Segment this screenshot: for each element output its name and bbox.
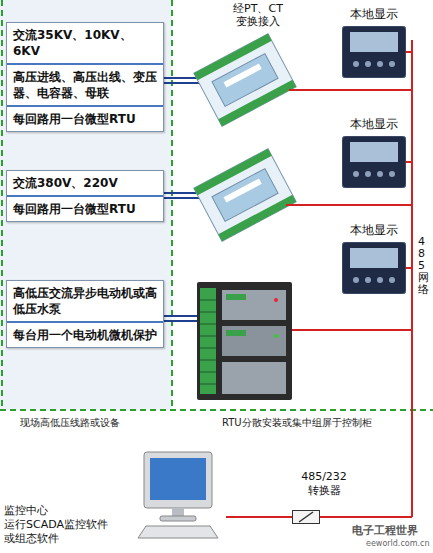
display-button [365, 171, 371, 177]
display-unit [342, 136, 406, 188]
node-text: 本地显示 [338, 222, 410, 238]
display-bezel [342, 26, 406, 78]
display-screen [350, 142, 398, 162]
box-text: 每台用一个电动机微机保护 [7, 321, 163, 347]
display-screen [350, 32, 398, 52]
equipment-box: 交流35KV、10KV、6KV高压进线、高压出线、变压器、电容器、母联每回路用一… [6, 22, 164, 132]
display-button [377, 277, 383, 283]
local-display: 本地显示 [338, 6, 410, 80]
rtu-module [194, 34, 296, 126]
converter-symbol [293, 511, 319, 523]
display-button [353, 61, 359, 67]
watermark: 电子工程世界 [352, 524, 418, 538]
display-button [365, 277, 371, 283]
rs485-bus [286, 40, 412, 517]
display-bezel [342, 136, 406, 188]
local-display: 本地显示 [338, 222, 410, 296]
display-button [377, 61, 383, 67]
display-button [389, 277, 395, 283]
computer-icon [136, 450, 220, 542]
display-button [389, 61, 395, 67]
display-button [353, 277, 359, 283]
display-screen [350, 248, 398, 268]
display-button [377, 171, 383, 177]
local-display: 本地显示 [338, 116, 410, 190]
motor-protection-unit [197, 282, 292, 400]
display-unit [342, 26, 406, 78]
bus-label: 485网络 [418, 236, 429, 296]
keyboard [138, 526, 218, 538]
equipment-box: 交流380V、220V每回路用一台微型RTU [6, 170, 164, 222]
node-text: 本地显示 [338, 116, 410, 132]
box-text: 高压进线、高压出线、变压器、电容器、母联 [7, 63, 163, 105]
serial-cable [226, 516, 292, 518]
converter: 485/232 转换器 [292, 470, 356, 526]
monitor-case [144, 452, 212, 508]
rtu-module [194, 149, 296, 241]
zone-divider [0, 0, 433, 410]
monitor-base [160, 516, 196, 521]
node-text: 本地显示 [338, 6, 410, 22]
watermark: eeworld.com.cn [366, 539, 430, 549]
display-button [389, 171, 395, 177]
equipment-box: 高低压交流异步电动机或高低压水泵每台用一个电动机微机保护 [6, 280, 164, 348]
box-text: 高低压交流异步电动机或高低压水泵 [7, 281, 163, 321]
node-text: 监控中心 运行SCADA监控软件 或组态软件 [4, 504, 132, 546]
display-bezel [342, 242, 406, 294]
note-label: RTU分散安装或集中组屏于控制柜 [222, 416, 372, 429]
box-text: 每回路用一台微型RTU [7, 195, 163, 221]
field-ground [0, 0, 172, 410]
converter-icon [292, 510, 320, 524]
display-unit [342, 242, 406, 294]
note-label: 现场高低压线路或设备 [20, 416, 120, 429]
display-button [365, 61, 371, 67]
monitoring-center: 监控中心 运行SCADA监控软件 或组态软件 [4, 448, 226, 550]
box-text: 交流35KV、10KV、6KV [7, 23, 163, 63]
note-label: 经PT、CT 变换接入 [225, 2, 291, 28]
box-text: 交流380V、220V [7, 171, 163, 195]
monitor-screen [150, 458, 206, 500]
monitor-neck [172, 508, 184, 516]
node-text: 485/232 转换器 [292, 470, 356, 498]
box-text: 每回路用一台微型RTU [7, 105, 163, 131]
converter-slash [299, 512, 313, 522]
display-button [353, 171, 359, 177]
